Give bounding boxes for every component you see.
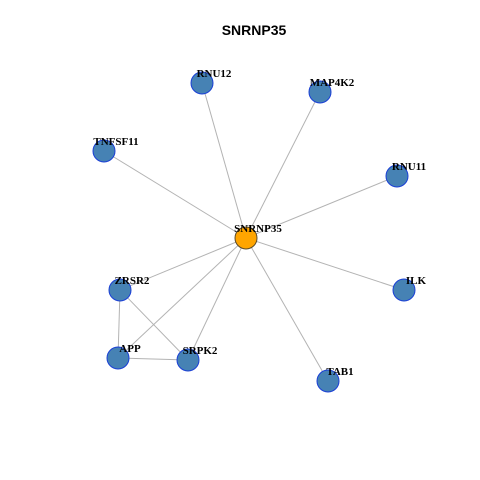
edge-snrnp35-rnu12: [201, 82, 247, 239]
node-zrsr2[interactable]: [108, 278, 132, 302]
edge-app-srpk2: [117, 357, 189, 361]
node-label-ilk: ILK: [406, 275, 427, 287]
node-tab1[interactable]: [316, 369, 340, 393]
edge-snrnp35-rnu11: [245, 175, 398, 239]
edges-layer: [103, 82, 405, 382]
edge-zrsr2-srpk2: [119, 289, 189, 361]
node-snrnp35[interactable]: [234, 226, 258, 250]
node-label-tnfsf11: TNFSF11: [93, 136, 138, 148]
node-ilk[interactable]: [392, 278, 416, 302]
node-label-tab1: TAB1: [326, 366, 353, 378]
node-label-map4k2: MAP4K2: [310, 77, 355, 89]
node-rnu11[interactable]: [385, 164, 409, 188]
node-label-snrnp35: SNRNP35: [234, 223, 282, 235]
edge-snrnp35-map4k2: [245, 91, 321, 239]
diagram-title: SNRNP35: [222, 22, 287, 38]
node-label-zrsr2: ZRSR2: [115, 275, 150, 287]
edge-snrnp35-zrsr2: [119, 237, 247, 291]
edge-snrnp35-srpk2: [187, 237, 247, 361]
node-label-srpk2: SRPK2: [183, 345, 218, 357]
node-srpk2[interactable]: [176, 348, 200, 372]
node-map4k2[interactable]: [308, 80, 332, 104]
nodes-layer: [92, 71, 416, 393]
node-label-rnu12: RNU12: [197, 68, 232, 80]
node-label-app: APP: [119, 343, 141, 355]
node-rnu12[interactable]: [190, 71, 214, 95]
node-label-rnu11: RNU11: [392, 161, 426, 173]
edge-snrnp35-ilk: [245, 237, 405, 291]
edge-snrnp35-tnfsf11: [103, 150, 247, 239]
edge-snrnp35-app: [117, 237, 247, 359]
edge-snrnp35-tab1: [245, 237, 329, 382]
node-app[interactable]: [106, 346, 130, 370]
node-tnfsf11[interactable]: [92, 139, 116, 163]
